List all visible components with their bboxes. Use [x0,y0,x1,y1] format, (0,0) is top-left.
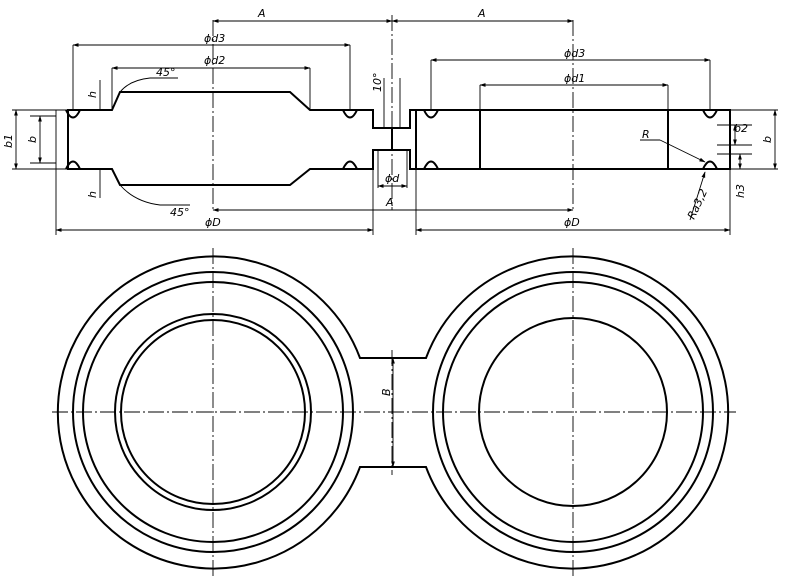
left-blank-section [67,91,393,186]
label-a-bottom: A [385,196,394,209]
label-a-top-left: A [257,7,266,20]
label-d3-left: ϕd3 [204,32,225,45]
label-h-top: h [86,91,99,98]
right-groove-top-2 [702,109,718,119]
label-b2: b2 [734,122,748,135]
left-groove-top-1 [65,109,81,119]
label-a-top-right: A [477,7,486,20]
label-ra: Ra3,2 [685,187,710,221]
label-b-right: b [761,136,774,143]
label-angle-bottom: 45° [170,206,190,219]
right-groove-bottom-2 [702,160,718,170]
label-h-bottom: h [86,191,99,198]
web-section [391,109,417,170]
label-angle-10: 10° [371,73,384,93]
left-groove-bottom-2 [342,160,358,170]
right-groove-bottom-1 [423,160,439,170]
label-d1: ϕd1 [564,72,585,85]
plan-view: B [52,248,736,576]
right-ring-section-left [415,109,481,170]
left-groove-top-2 [342,109,358,119]
blind-outer-outline [56,255,730,570]
label-d2: ϕd2 [204,54,225,67]
label-r: R [642,128,650,141]
label-angle-top: 45° [156,66,176,79]
label-d-small: ϕd [385,172,400,185]
label-b-web: B [380,388,393,396]
label-d3-right: ϕd3 [564,47,585,60]
right-groove-top-1 [423,109,439,119]
label-b-left: b [26,136,39,143]
right-ring-section-right [667,109,731,170]
section-view: A A ϕd3 ϕd2 ϕd3 ϕd1 45° 45° 10° h h b1 b… [2,7,778,235]
left-groove-bottom-1 [65,160,81,170]
label-d-left: ϕD [205,216,221,229]
right-ring-bore [479,109,669,170]
label-d-right: ϕD [564,216,580,229]
label-b1: b1 [2,134,15,148]
label-h3: h3 [734,184,747,198]
